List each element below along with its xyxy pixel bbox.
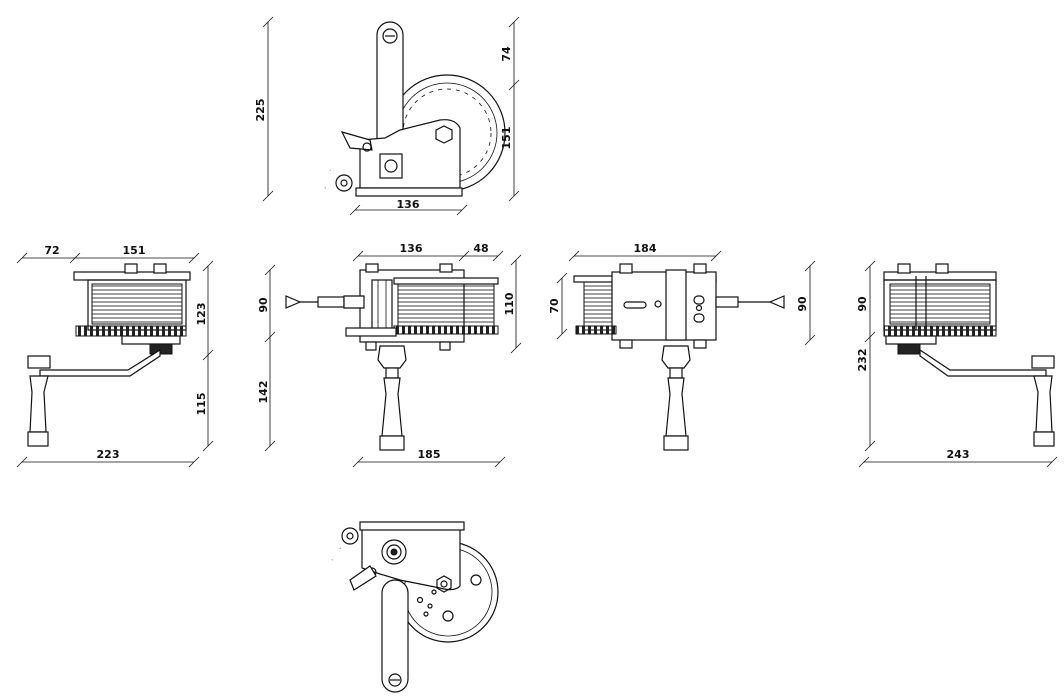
crank-arm-right [919,348,1047,377]
dim-front-width: 136 [400,242,423,255]
rope-drum-rear [583,279,615,331]
gear-teeth-right [883,325,997,337]
dim-drum-width: 151 [123,244,146,257]
left-view: 72 151 123 115 223 [16,244,214,468]
dim-right-total-width: 243 [947,448,970,461]
dim-front-right-offset: 48 [473,242,488,255]
dim-front-right-height: 110 [503,292,516,315]
dim-gear-height: 151 [500,127,513,150]
dim-front-handle-drop: 142 [257,381,270,404]
dim-height-total: 225 [254,99,267,122]
hook-rear [715,295,785,309]
right-view: 90 232 243 [856,260,1058,468]
hook [283,155,353,198]
dim-handle-drop: 115 [195,393,208,416]
crank-handle-left [29,375,49,433]
dim-lines-left [16,252,214,468]
rope-drum-right [889,283,991,325]
hook-bottom [289,527,359,571]
rope-drum [91,283,183,325]
rope-drum-front [397,283,495,327]
dim-rear-right-height: 90 [796,296,809,312]
dim-lines-right [858,260,1058,468]
top-view: 225 74 151 136 [254,16,520,216]
crank-hub-front [377,345,407,369]
dim-total-width: 223 [97,448,120,461]
bottom-view [289,521,499,693]
housing-plate-bottom [361,525,461,591]
crank-arm-left [39,348,161,377]
hook-front [285,295,365,309]
housing-plate [355,119,463,197]
dim-front-total-width: 185 [418,448,441,461]
dim-drum-height: 123 [195,303,208,326]
dim-rear-left-height: 70 [548,298,561,314]
dim-lines-front [264,250,522,468]
crank-handle-rear [665,377,687,437]
gear-teeth [75,325,187,337]
dim-lines-rear [556,250,816,346]
rear-view: 184 70 90 [548,242,816,451]
dim-right-handle-drop: 232 [856,349,869,372]
dim-handle-top: 74 [500,46,513,62]
crank-handle-right [1033,375,1053,433]
gear-teeth-front [393,325,499,335]
crank-handle-front [381,377,403,437]
dim-offset: 72 [44,244,59,257]
dim-rear-width: 184 [634,242,657,255]
front-view: 136 48 90 110 142 185 [257,242,522,468]
pawl-lever [340,131,373,151]
pawl-lever-bottom [349,565,377,591]
pawl-bolt-icon [362,142,372,152]
dim-front-height: 90 [257,297,270,313]
dim-base-width: 136 [397,198,420,211]
crank-arm-bottom [381,579,409,693]
dim-right-height: 90 [856,296,869,312]
slot-hole-icon [623,301,647,309]
dim-lines-top [262,16,520,216]
